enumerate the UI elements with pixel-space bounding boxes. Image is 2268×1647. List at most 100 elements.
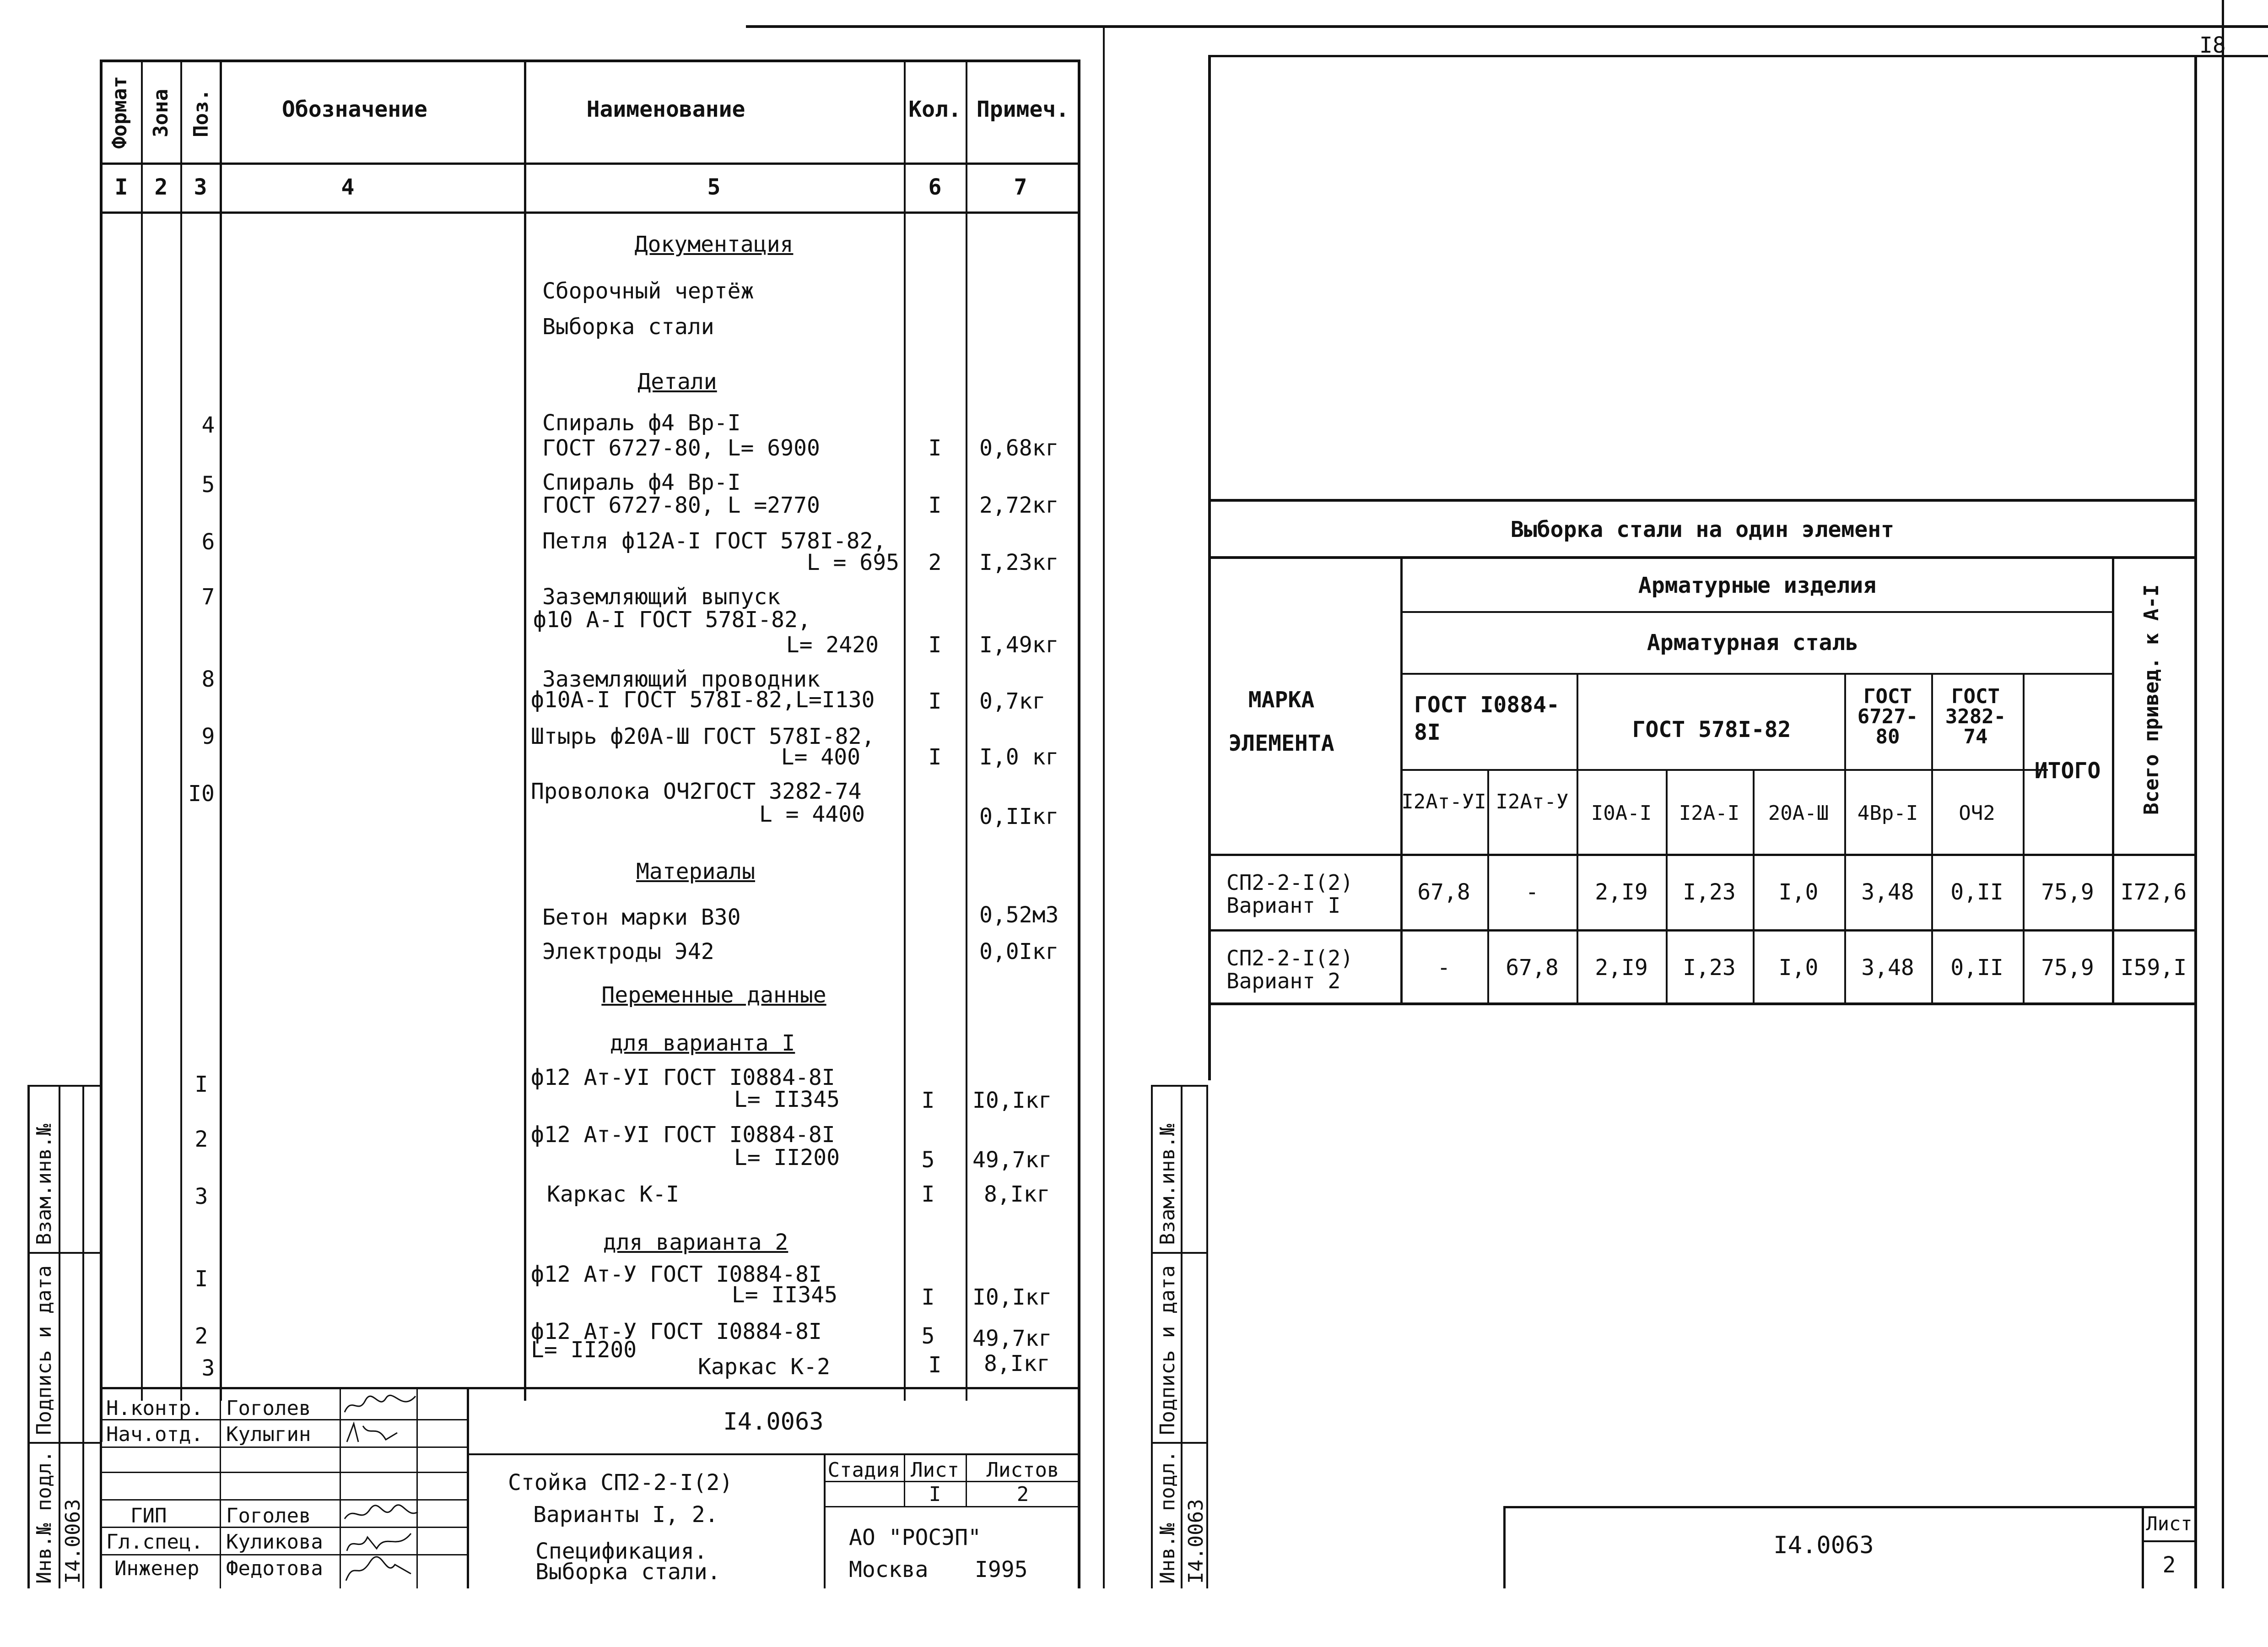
staff-role: Гл.спец. — [106, 1530, 203, 1554]
footer-document-code: I4.0063 — [1773, 1532, 1874, 1559]
spec-row-name-line2: L= II200 — [734, 1145, 840, 1170]
section-heading: Переменные данные — [601, 982, 826, 1008]
spec-row-qty: 5 — [921, 1323, 935, 1349]
spec-row-name: Каркас К-2 — [698, 1354, 830, 1380]
spec-row-name-line2: L = 695 — [806, 550, 899, 575]
spec-row-name-line3: L= 2420 — [786, 632, 879, 658]
spec-row-qty: I — [921, 1088, 935, 1113]
section-heading: для варианта 2 — [603, 1230, 788, 1255]
staff-name: Куликова — [226, 1530, 323, 1554]
stamp-replacement: Взам.инв.№ — [1156, 1124, 1179, 1245]
spec-row-pos: I — [194, 1266, 208, 1292]
spec-row-name: Штырь ф20А-Ш ГОСТ 578I-82, — [531, 724, 875, 749]
staff-role: Нач.отд. — [106, 1423, 203, 1446]
section-heading: Детали — [637, 369, 717, 395]
spec-row-pos: 2 — [194, 1127, 208, 1152]
sub-header: ОЧ2 — [1959, 802, 1995, 825]
spec-row-note: I,23кг — [979, 550, 1059, 575]
stamp-inventory: Инв.№ подл. — [32, 1450, 56, 1584]
header-total: ИТОГО — [2034, 758, 2101, 784]
organization: АО "РОСЭП" — [849, 1525, 981, 1550]
spec-row-name-line2: L= II345 — [734, 1087, 840, 1112]
col-header-zone: Зона — [149, 89, 173, 137]
sheets-label: Листов — [986, 1458, 1059, 1482]
spec-row-qty: I — [921, 1181, 935, 1207]
section-heading: для варианта I — [610, 1030, 795, 1056]
col-number: 5 — [707, 174, 721, 200]
spec-row-qty: I — [928, 744, 942, 770]
staff-role: Инженер — [114, 1557, 200, 1580]
spec-row-name-line2: ГОСТ 6727-80, L =2770 — [542, 493, 820, 518]
spec-row-name: Спираль ф4 Вр-I — [542, 410, 741, 436]
spec-row-name: Электроды Э42 — [542, 939, 714, 964]
stamp-inventory-value: I4.0063 — [1184, 1499, 1208, 1584]
spec-row-pos: 4 — [201, 412, 215, 438]
header-gost-3282: ГОСТ 3282-74 — [1945, 685, 2006, 748]
header-total-reduced: Всего привед. к А-I — [2140, 584, 2163, 815]
stamp-signature-date: Подпись и дата — [32, 1265, 56, 1435]
cell-value: - — [1525, 879, 1539, 905]
col-number: 7 — [1014, 174, 1027, 200]
signature-image — [345, 1556, 411, 1581]
stamp-inventory: Инв.№ подл. — [1156, 1450, 1179, 1584]
sub-header: I2Ат-УI — [1401, 790, 1486, 813]
spec-row-qty: I — [928, 632, 942, 658]
spec-row-name: Бетон марки В30 — [542, 905, 741, 930]
cell-value: 2,I9 — [1595, 955, 1648, 981]
cell-value: I,23 — [1683, 955, 1736, 981]
stage-label: Стадия — [827, 1458, 901, 1482]
city: Москва — [849, 1557, 929, 1582]
document-code: I4.0063 — [723, 1408, 824, 1436]
spec-row-name: Заземляющий проводник — [542, 666, 820, 692]
spec-row-name-line2: ф10А-I ГОСТ 578I-82,L=I130 — [531, 687, 875, 713]
spec-row-name-line2: L= II200 — [531, 1337, 637, 1363]
cell-value: 3,48 — [1861, 879, 1914, 905]
spec-row-pos: 6 — [201, 529, 215, 555]
spec-row-name-line2: L= II345 — [731, 1282, 837, 1308]
staff-name: Гоголев — [226, 1397, 311, 1420]
product-title: Стойка СП2-2-I(2) — [508, 1470, 733, 1495]
stamp-signature-date: Подпись и дата — [1156, 1265, 1179, 1435]
section-heading: Материалы — [636, 859, 756, 884]
col-header-pos: Поз. — [189, 89, 213, 137]
spec-row-note: 8,Iкг — [984, 1181, 1050, 1207]
footer-sheet-label: Лист — [2146, 1512, 2192, 1535]
element-mark: СП2-2-I(2) — [1226, 870, 1353, 895]
cell-value: 67,8 — [1417, 879, 1470, 905]
spec-row-pos: I — [194, 1072, 208, 1097]
product-steel: Выборка стали. — [535, 1559, 721, 1585]
header-steel: Арматурная сталь — [1647, 630, 1859, 656]
spec-row-name-line2: L = 4400 — [759, 802, 865, 827]
spec-row-qty: I — [928, 435, 942, 461]
cell-value: I,23 — [1683, 879, 1736, 905]
spec-row-note: I,49кг — [979, 632, 1059, 658]
spec-row-name: Петля ф12А-I ГОСТ 578I-82, — [542, 528, 886, 554]
signature-image — [346, 1421, 398, 1442]
cell-total-reduced: I72,6 — [2120, 879, 2187, 905]
cell-value: I,0 — [1778, 879, 1819, 905]
cell-value: 0,II — [1950, 879, 2003, 905]
sub-header: I0А-I — [1591, 802, 1652, 825]
sub-header: I2А-I — [1679, 802, 1740, 825]
spec-row-name: ф12 Ат-У ГОСТ I0884-8I — [531, 1262, 822, 1287]
spec-row-name: Заземляющий выпуск — [542, 584, 781, 610]
col-number: 6 — [928, 174, 942, 200]
col-number: 4 — [341, 174, 355, 200]
spec-row-name-line2: ГОСТ 6727-80, L= 6900 — [542, 435, 820, 461]
spec-row-note: 2,72кг — [979, 493, 1059, 518]
sub-header: 20А-Ш — [1768, 802, 1829, 825]
table-title: Выборка стали на один элемент — [1510, 517, 1895, 542]
spec-row-name: ф12 Ат-УI ГОСТ I0884-8I — [531, 1122, 835, 1148]
staff-name: Гоголев — [226, 1504, 311, 1528]
spec-row-pos: 2 — [194, 1323, 208, 1349]
spec-row-name: ф12 Ат-У ГОСТ I0884-8I — [531, 1319, 822, 1344]
col-header-designation: Обозначение — [282, 97, 427, 122]
cell-total-reduced: I59,I — [2120, 955, 2187, 981]
spec-row-qty: 2 — [928, 550, 942, 575]
cell-total: 75,9 — [2041, 879, 2094, 905]
col-header-name: Наименование — [586, 97, 745, 122]
spec-row-qty: I — [928, 688, 942, 714]
header-items: Арматурные изделия — [1638, 573, 1877, 598]
spec-row-pos: 8 — [201, 666, 215, 692]
staff-name: Федотова — [226, 1557, 323, 1580]
